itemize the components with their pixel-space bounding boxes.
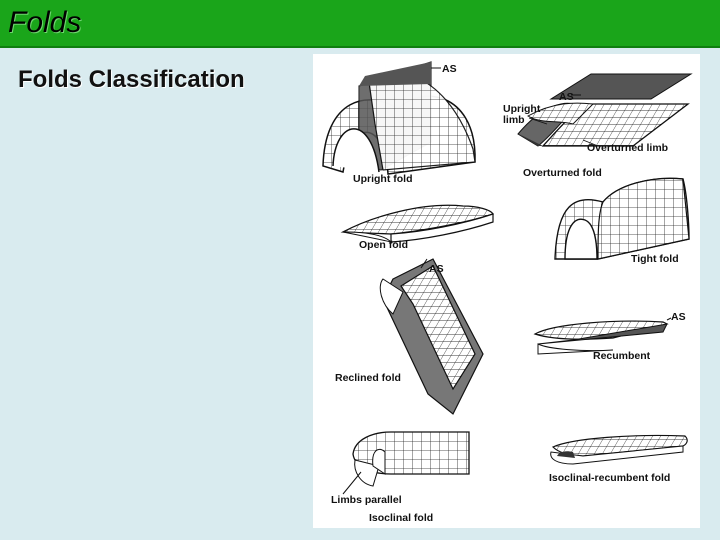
- folds-figure: AS Upright fold AS Upright limb Overturn…: [313, 54, 700, 528]
- upright-limb-label: Upright limb: [503, 103, 543, 126]
- title-bar: Folds: [0, 0, 720, 48]
- upright-fold-diagram: AS Upright fold: [322, 61, 476, 185]
- isoclinal-recumbent-label: Isoclinal-recumbent fold: [549, 472, 670, 484]
- open-fold-diagram: Open fold: [340, 204, 494, 251]
- upright-as-label: AS: [442, 63, 457, 75]
- upright-fold-label: Upright fold: [353, 173, 412, 185]
- reclined-fold-label: Reclined fold: [335, 372, 401, 384]
- overturned-limb-label: Overturned limb: [587, 142, 668, 154]
- isoclinal-recumbent-diagram: Isoclinal-recumbent fold: [549, 434, 688, 484]
- recumbent-diagram: AS Recumbent: [533, 311, 686, 362]
- tight-fold-label: Tight fold: [631, 253, 679, 265]
- isoclinal-fold-label: Isoclinal fold: [369, 512, 433, 524]
- overturned-fold-diagram: AS Upright limb Overturned limb Overturn…: [503, 73, 693, 179]
- recumbent-as-label: AS: [671, 311, 686, 323]
- reclined-fold-diagram: AS Reclined fold: [335, 258, 484, 415]
- overturned-fold-label: Overturned fold: [523, 167, 602, 179]
- limbs-parallel-label: Limbs parallel: [331, 494, 402, 506]
- open-fold-label: Open fold: [359, 239, 408, 251]
- slide-title: Folds: [8, 6, 82, 39]
- recumbent-label: Recumbent: [593, 350, 651, 362]
- slide-subtitle: Folds Classification: [18, 66, 245, 93]
- overturned-as-label: AS: [559, 91, 574, 103]
- reclined-as-label: AS: [429, 263, 444, 275]
- isoclinal-fold-diagram: Limbs parallel Isoclinal fold: [331, 431, 470, 524]
- tight-fold-diagram: Tight fold: [554, 177, 690, 265]
